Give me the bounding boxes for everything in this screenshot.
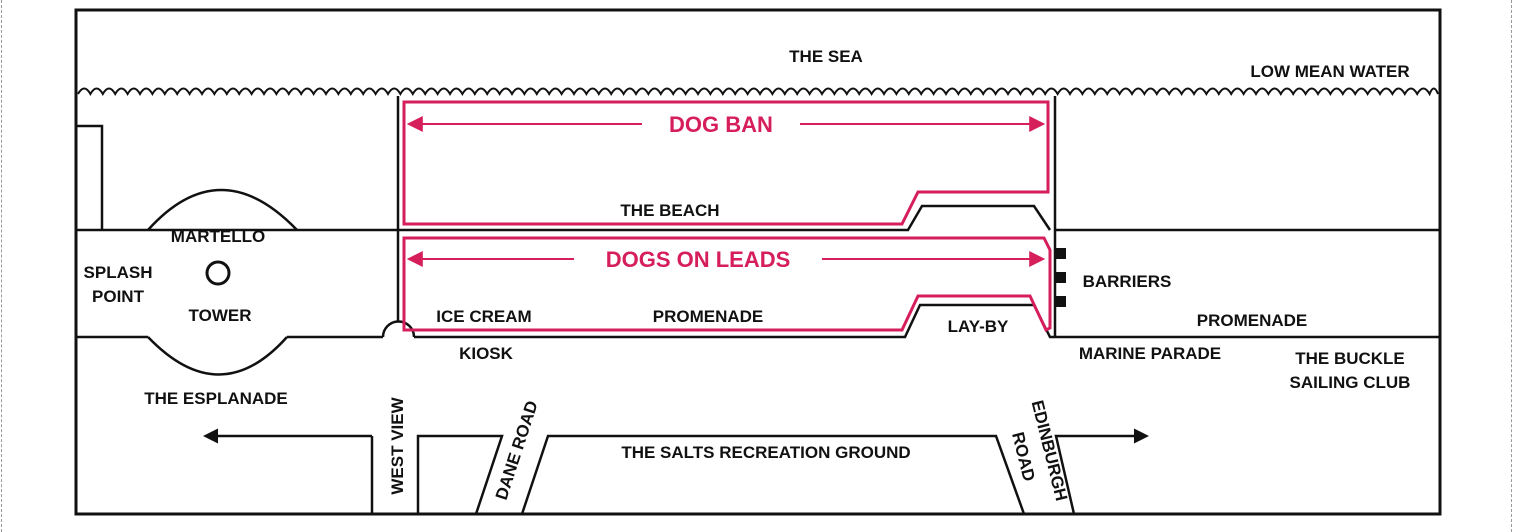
martello-tower-icon [205,260,231,286]
esplanade-label: THE ESPLANADE [144,389,288,408]
right-dashed-edge [1511,0,1512,532]
beach-label: THE BEACH [620,201,719,220]
map-frame [74,8,1442,516]
barrier-post [1054,296,1066,307]
dog-ban-zone-outline [402,100,1050,226]
promenade-west-label: PROMENADE [653,307,764,326]
ice-cream-label: ICE CREAM [436,307,531,326]
dogs-on-leads-zone-outline [402,236,1052,333]
beach-edge-with-layby-bump [396,204,1052,232]
lay-by-label: LAY-BY [948,317,1009,336]
west-view-road-right-edge [416,434,504,515]
salts-recreation-ground-label: THE SALTS RECREATION GROUND [621,443,910,462]
martello-label: MARTELLO [171,227,265,246]
marine-parade-label: MARINE PARADE [1079,344,1221,363]
promenade-east-label: PROMENADE [1197,311,1308,330]
low-mean-water-label: LOW MEAN WATER [1250,62,1409,81]
dogs-on-leads-label: DOGS ON LEADS [606,247,791,272]
road-edge-line [76,303,1440,339]
splash-label: SPLASH [84,263,153,282]
left-dashed-edge [1,0,2,532]
sea-label: THE SEA [789,47,863,66]
sailing-club-label: SAILING CLUB [1290,373,1411,392]
kiosk-label: KIOSK [459,344,514,363]
point-label: POINT [92,287,145,306]
groyne-structure [76,124,104,230]
tower-label: TOWER [189,306,252,325]
road-label: ROAD [1008,430,1039,483]
salts-ground-outline [520,434,1026,515]
west-view-label: WEST VIEW [388,396,407,494]
edinburgh-road-edge [1054,428,1149,515]
low-water-wave-line [77,87,1439,97]
barrier-post [1054,272,1066,283]
martello-tower-outline [147,188,298,376]
buckle-label: THE BUCKLE [1295,349,1405,368]
edinburgh-label: EDINBURGH [1028,398,1071,502]
dane-road-label: DANE ROAD [492,398,542,502]
barrier-post [1054,248,1066,259]
dog-ban-label: DOG BAN [669,112,773,137]
barriers-label: BARRIERS [1083,272,1172,291]
